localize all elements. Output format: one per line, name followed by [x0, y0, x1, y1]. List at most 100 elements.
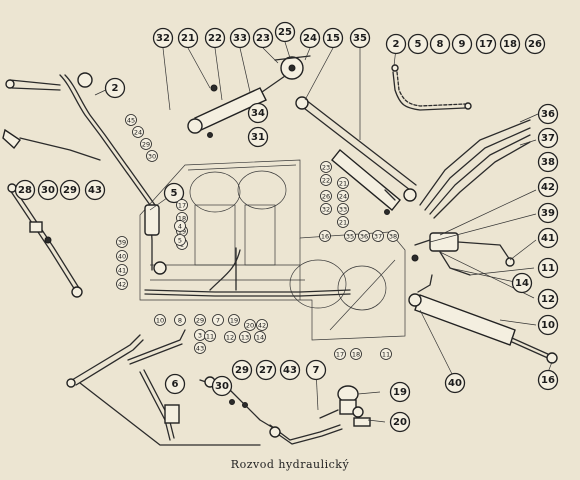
callout-22: 22 — [320, 174, 332, 186]
callout-18: 18 — [499, 33, 521, 55]
callout-35: 35 — [344, 230, 356, 242]
callout-circle — [152, 27, 174, 49]
callout-circle — [84, 179, 106, 201]
callout-number: 23 — [322, 164, 330, 172]
callout-circle — [174, 220, 186, 232]
callout-36: 36 — [358, 230, 370, 242]
callout-number: 11 — [206, 333, 214, 341]
callout-circle — [320, 161, 332, 173]
callout-circle — [146, 150, 158, 162]
callout-17: 17 — [475, 33, 497, 55]
callout-circle — [372, 230, 384, 242]
valve-assembly — [411, 232, 515, 276]
callout-circle — [224, 331, 236, 343]
callout-circle — [132, 126, 144, 138]
callout-24: 24 — [337, 190, 349, 202]
callout-circle — [337, 177, 349, 189]
callout-number: 21 — [181, 33, 195, 44]
callout-circle — [499, 33, 521, 55]
callout-circle — [537, 257, 559, 279]
callout-number: 40 — [448, 378, 462, 389]
callout-number: 27 — [259, 365, 273, 376]
callout-number: 38 — [541, 157, 555, 168]
callout-7: 7 — [305, 359, 327, 381]
pipe-bundle — [419, 119, 531, 219]
callout-39: 39 — [116, 236, 128, 248]
callout-9: 9 — [451, 33, 473, 55]
callout-number: 7 — [313, 365, 320, 376]
callout-22: 22 — [204, 27, 226, 49]
callout-number: 32 — [156, 33, 170, 44]
callout-number: 22 — [208, 33, 222, 44]
callout-circle — [256, 319, 268, 331]
callout-number: 20 — [246, 322, 254, 330]
callout-38: 38 — [387, 230, 399, 242]
callout-circle — [247, 126, 269, 148]
callout-number: 10 — [156, 317, 164, 325]
callout-circle — [475, 33, 497, 55]
callout-30: 30 — [146, 150, 158, 162]
callout-35: 35 — [349, 27, 371, 49]
callout-circle — [389, 411, 411, 433]
callout-number: 29 — [142, 141, 150, 149]
callout-number: 14 — [256, 334, 264, 342]
callout-circle — [254, 331, 266, 343]
callout-circle — [164, 373, 186, 395]
callout-number: 19 — [230, 317, 238, 325]
callout-circle — [116, 250, 128, 262]
callout-26: 26 — [320, 190, 332, 202]
callout-circle — [279, 359, 301, 381]
callout-10: 10 — [154, 314, 166, 326]
callout-21: 21 — [337, 177, 349, 189]
callout-40: 40 — [116, 250, 128, 262]
flexible-hose — [391, 64, 472, 111]
callout-16: 16 — [319, 230, 331, 242]
callout-26: 26 — [524, 33, 546, 55]
callout-circle — [337, 190, 349, 202]
callout-circle — [154, 314, 166, 326]
callout-number: 16 — [541, 375, 555, 386]
callout-42: 42 — [256, 319, 268, 331]
callout-circle — [537, 151, 559, 173]
callout-circle — [319, 230, 331, 242]
callout-number: 10 — [541, 320, 555, 331]
callout-5: 5 — [163, 182, 185, 204]
callout-number: 40 — [118, 253, 126, 261]
callout-circle — [537, 127, 559, 149]
callout-11: 11 — [537, 257, 559, 279]
callout-number: 32 — [322, 206, 330, 214]
callout-circle — [350, 348, 362, 360]
diagram-caption: Rozvod hydraulický — [230, 458, 350, 471]
callout-circle — [163, 182, 185, 204]
callout-number: 26 — [322, 193, 330, 201]
callout-labels-small: 4524293023222126243233211718191453940414… — [116, 114, 399, 360]
callout-number: 5 — [415, 39, 422, 50]
callout-number: 18 — [503, 39, 517, 50]
callout-number: 41 — [541, 233, 555, 244]
callout-circle — [274, 21, 296, 43]
callout-24: 24 — [132, 126, 144, 138]
callout-number: 37 — [374, 233, 382, 241]
callout-circle — [524, 33, 546, 55]
callout-42: 42 — [116, 278, 128, 290]
callout-circle — [537, 369, 559, 391]
callout-20: 20 — [244, 319, 256, 331]
callout-number: 39 — [118, 239, 126, 247]
callout-number: 42 — [258, 322, 266, 330]
callout-circle — [444, 372, 466, 394]
callout-11: 11 — [204, 330, 216, 342]
callout-4: 4 — [174, 220, 186, 232]
callout-29: 29 — [231, 359, 253, 381]
callout-circle — [320, 203, 332, 215]
callout-5: 5 — [174, 234, 186, 246]
callout-number: 41 — [118, 267, 126, 275]
callout-21: 21 — [177, 27, 199, 49]
callout-number: 30 — [148, 153, 156, 161]
lift-cylinder-small — [187, 55, 311, 138]
callout-29: 29 — [194, 314, 206, 326]
callout-number: 24 — [303, 33, 317, 44]
callout-circle — [204, 330, 216, 342]
callout-circle — [387, 230, 399, 242]
callout-number: 31 — [251, 132, 265, 143]
